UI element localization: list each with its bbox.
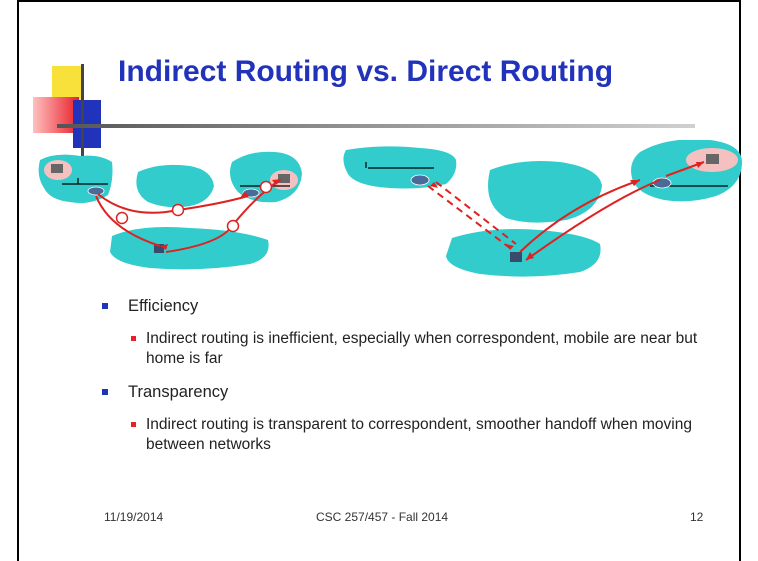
slide-frame-left — [17, 0, 19, 561]
tunnel-marker-2 — [171, 203, 185, 217]
sub-bullet-marker-icon — [131, 336, 136, 341]
tunnel-marker-4 — [259, 180, 273, 194]
decor-vertical-line — [81, 64, 84, 172]
arrowhead-to-mobile-right — [696, 162, 704, 168]
direct-path-in — [525, 179, 661, 261]
foreign-router-icon-right — [652, 177, 672, 189]
footer-page-number: 12 — [690, 510, 704, 524]
arrowhead-dashed-2 — [506, 244, 514, 250]
arrowhead-to-foreign — [240, 192, 250, 198]
arrowhead-to-correspondent — [160, 244, 168, 250]
middle-network-cloud-right — [488, 161, 602, 223]
tunnel-marker-1 — [115, 211, 129, 225]
sub-bullet-text: Indirect routing is transparent to corre… — [146, 416, 692, 453]
slide-title: Indirect Routing vs. Direct Routing — [118, 55, 614, 88]
foreign-laptop-icon-right — [706, 154, 719, 164]
footer-course: CSC 257/457 - Fall 2014 — [316, 510, 449, 524]
bullet-transparency: Transparency — [102, 382, 722, 402]
slide-frame-top — [17, 0, 741, 2]
slide-frame-right — [739, 0, 741, 561]
sub-bullet-marker-icon — [131, 422, 136, 427]
bullet-marker-icon — [102, 303, 108, 309]
middle-network-cloud — [136, 164, 214, 208]
correspondent-network-cloud-right — [446, 229, 601, 277]
footer-date: 11/19/2014 — [104, 510, 164, 524]
tunnel-marker-3 — [226, 219, 240, 233]
foreign-laptop-icon — [278, 174, 290, 183]
home-router-icon — [87, 186, 105, 196]
direct-dashed-1 — [427, 185, 511, 249]
routing-diagram — [38, 140, 742, 277]
arrowhead-to-mobile — [272, 179, 282, 185]
arrowhead-to-correspondent-right — [526, 252, 534, 260]
bullet-label: Transparency — [128, 383, 229, 401]
home-router-icon-right — [410, 174, 430, 186]
sub-bullet-efficiency: Indirect routing is inefficient, especia… — [128, 329, 722, 369]
bullet-label: Efficiency — [128, 297, 199, 315]
correspondent-host-icon — [154, 244, 164, 253]
sub-bullet-transparency: Indirect routing is transparent to corre… — [128, 415, 722, 455]
arrowhead-to-foreign-right — [630, 180, 640, 186]
bullet-efficiency: Efficiency — [102, 296, 722, 316]
correspondent-host-icon-right — [510, 252, 522, 262]
direct-dashed-2 — [435, 181, 517, 245]
sub-bullet-text: Indirect routing is inefficient, especia… — [146, 330, 698, 367]
title-underline — [57, 124, 695, 128]
indirect-path-2 — [95, 195, 161, 247]
foreign-network-cloud-right — [631, 140, 742, 202]
bullet-marker-icon — [102, 389, 108, 395]
arrowhead-dashed-1 — [430, 182, 438, 188]
bullet-list: Efficiency Indirect routing is inefficie… — [102, 296, 722, 468]
home-laptop-icon — [51, 164, 63, 173]
direct-path-out — [519, 179, 641, 253]
indirect-routing-diagram — [38, 151, 302, 270]
direct-routing-diagram — [343, 140, 742, 277]
